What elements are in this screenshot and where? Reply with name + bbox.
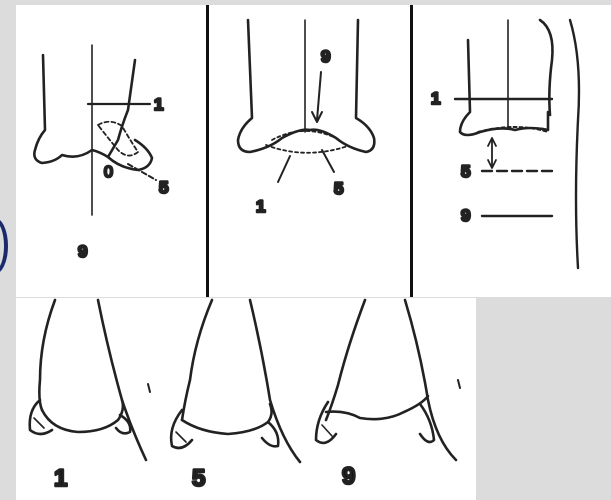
label-c-1: 1 (431, 89, 440, 108)
label-c-9: 9 (461, 206, 470, 225)
label-d-9: 9 (342, 463, 355, 490)
outline-stage-5 (171, 300, 300, 462)
label-a-0: 0 (104, 164, 113, 181)
panel-b-figure (238, 20, 374, 182)
label-d-1: 1 (54, 465, 67, 492)
label-b-5: 5 (334, 179, 343, 198)
label-a-9: 9 (78, 242, 87, 261)
label-d-5: 5 (192, 465, 205, 492)
label-b-9: 9 (321, 47, 330, 66)
label-c-5: 5 (461, 162, 470, 181)
panel-a-figure (34, 45, 156, 215)
label-a-1: 1 (154, 95, 163, 114)
outline-stage-1 (30, 300, 146, 460)
label-b-1: 1 (256, 197, 265, 216)
label-a-5: 5 (159, 178, 168, 197)
panel-c-figure (455, 20, 579, 268)
outline-stage-9 (316, 300, 456, 460)
